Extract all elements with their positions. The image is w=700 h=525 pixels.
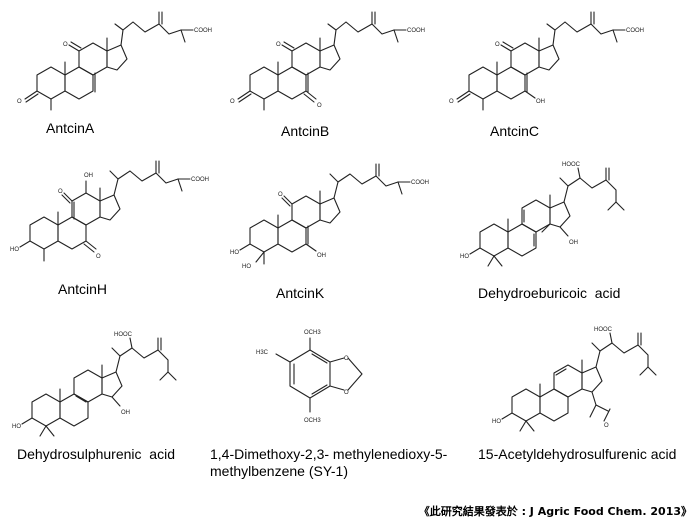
oxygen-label: O [230,99,235,105]
compound-label-antcin-b: AntcinB [281,123,330,139]
compound-label-dehydroeburicoic-acid: Dehydroeburicoic acid [478,285,621,301]
hydroxyl-label: HO [230,250,239,256]
oxygen-label: O [278,192,283,198]
compound-label-antcin-a: AntcinA [46,120,95,136]
hydroxyl-label: OH [536,99,545,105]
compound-label-antcin-k: AntcinK [276,285,325,301]
compound-label-15-acetyldehydrosulfurenic-acid: 15-Acetyldehydrosulfurenic acid [478,446,677,462]
oxygen-label: O [604,423,609,429]
structure-dehydroeburicoic-acid: HOOC HO OH [460,162,625,267]
hydroxyl-label: HO [460,254,469,260]
structure-antcin-k: COOH HO HO O OH [230,163,429,270]
oxygen-label: O [449,99,454,105]
citation: 《此研究結果發表於 : J Agric Food Chem. 2013》 [418,505,692,518]
cooh-label: COOH [626,28,644,34]
compound-label-antcin-c: AntcinC [490,123,540,139]
cooh-label: COOH [191,177,209,183]
compound-label-antcin-h: AntcinH [58,281,108,297]
hydroxyl-label: OH [84,173,93,179]
hydroxyl-label: HO [10,247,19,253]
oxygen-label: O [63,42,68,48]
oxygen-label: O [344,390,349,396]
oxygen-label: O [276,42,281,48]
structure-antcin-b: COOH O O O [230,11,425,111]
structure-15-acetyldehydrosulfurenic-acid: HOOC HO O [492,327,657,432]
compound-label-sy1: 1,4-Dimethoxy-2,3- methylenedioxy-5-meth… [210,446,448,479]
hydroxyl-label: HO [242,264,251,270]
cooh-label: HOOC [114,332,133,338]
hydroxyl-label: HO [12,424,21,430]
hydroxyl-label: OH [317,253,326,259]
structure-antcin-c: COOH O O OH [449,11,644,111]
oxygen-label: O [58,189,63,195]
cooh-label: HOOC [562,162,581,168]
cooh-label: COOH [194,28,212,34]
methoxy-label: OCH3 [304,418,321,424]
hydroxyl-label: HO [492,419,501,425]
compound-label-dehydrosulphurenic-acid: Dehydrosulphurenic acid [17,446,175,462]
oxygen-label: O [17,99,22,105]
methoxy-label: OCH3 [304,330,321,336]
cooh-label: HOOC [594,327,613,333]
cooh-label: COOH [411,180,429,186]
hydroxyl-label: OH [569,240,578,246]
structure-antcin-h: COOH HO O OH O [10,160,209,262]
cooh-label: COOH [407,28,425,34]
oxygen-label: O [96,254,101,260]
oxygen-label: O [317,103,322,109]
structure-sy1: OCH3 OCH3 H3C O O [256,330,363,424]
structure-antcin-a: COOH O O [17,11,212,111]
oxygen-label: O [495,42,500,48]
methyl-label: H3C [256,350,269,356]
hydroxyl-label: OH [121,410,130,416]
structure-dehydrosulphurenic-acid: HOOC HO OH [12,332,177,437]
oxygen-label: O [344,356,349,362]
